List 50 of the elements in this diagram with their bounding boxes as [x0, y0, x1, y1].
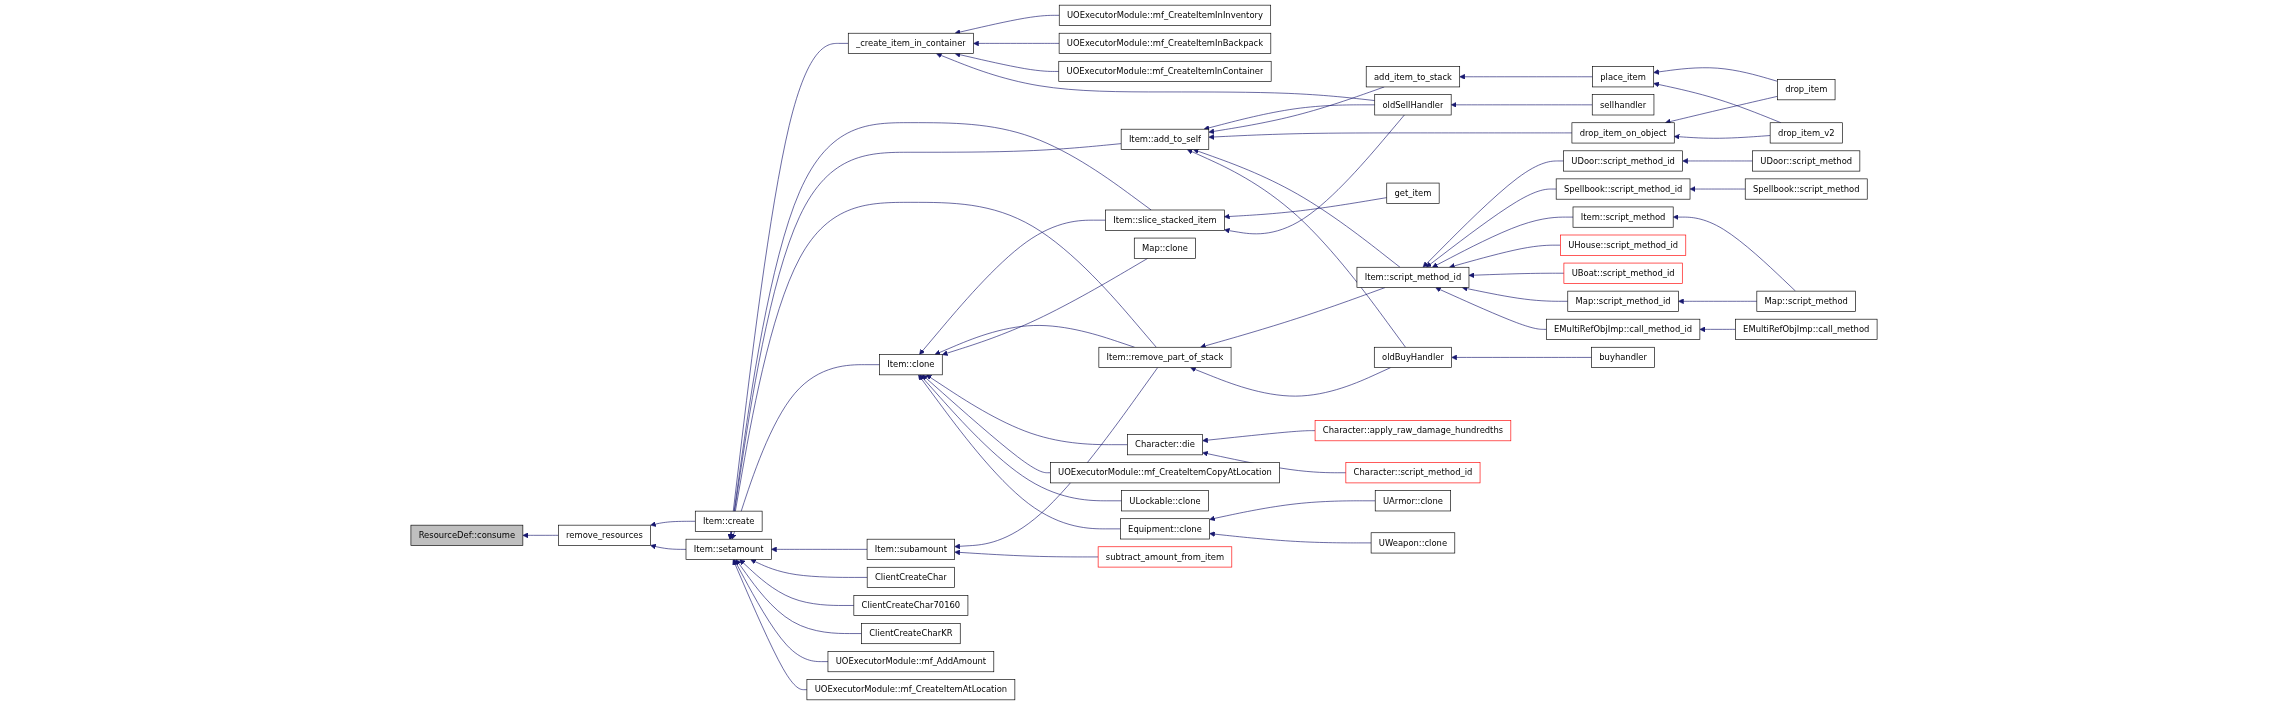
node-box: Item::remove_part_of_stack [1098, 346, 1232, 368]
node-box: place_item [1592, 66, 1655, 88]
node-box: oldSellHandler [1374, 94, 1452, 116]
node-box: UOExecutorModule::mf_CreateItemAtLocation [806, 679, 1016, 701]
node-box: UOExecutorModule::mf_CreateItemInContainer [1058, 60, 1272, 82]
node-box: UOExecutorModule::mf_AddAmount [827, 651, 995, 673]
node-box: drop_item_on_object [1571, 122, 1675, 144]
node-box: UDoor::script_method [1752, 150, 1861, 172]
node-box: get_item [1386, 182, 1440, 204]
node-box: Map::script_method_id [1567, 290, 1679, 312]
node-box: UOExecutorModule::mf_CreateItemInInventory [1058, 4, 1272, 26]
node-box: oldBuyHandler [1373, 346, 1452, 368]
node-box: UOExecutorModule::mf_CreateItemInBackpack [1058, 32, 1272, 54]
node-box: buyhandler [1591, 346, 1655, 368]
node-box: Item::script_method [1572, 206, 1674, 228]
node-box: Character::script_method_id [1345, 462, 1481, 484]
node-box: Item::subamount [866, 538, 955, 560]
node-box: Spellbook::script_method [1744, 178, 1868, 200]
node-box: Spellbook::script_method_id [1555, 178, 1691, 200]
node-box: Character::die [1127, 434, 1203, 456]
node-box: drop_item_v2 [1769, 122, 1843, 144]
node-box: Item::add_to_self [1120, 128, 1210, 150]
node-box: Character::apply_raw_damage_hundredths [1314, 420, 1512, 442]
node-box: subtract_amount_from_item [1097, 546, 1233, 568]
node-box: UDoor::script_method_id [1563, 150, 1683, 172]
node-box: sellhandler [1591, 94, 1655, 116]
node-box: Item::clone [879, 354, 943, 376]
node-box: Map::clone [1133, 237, 1196, 259]
node-box: add_item_to_stack [1365, 66, 1461, 88]
node-box: drop_item [1777, 79, 1836, 101]
node-box: Item::create [694, 510, 763, 532]
node-box: Map::script_method [1756, 290, 1856, 312]
node-box: UArmor::clone [1374, 490, 1451, 512]
node-box: EMultiRefObjImp::call_method_id [1546, 318, 1701, 340]
node-box: Item::setamount [685, 538, 772, 560]
node-box: UOExecutorModule::mf_CreateItemCopyAtLocation [1050, 462, 1280, 484]
node-box: Item::slice_stacked_item [1105, 209, 1225, 231]
node-box: ClientCreateChar70160 [853, 595, 969, 616]
node-box: ResourceDef::consume [410, 524, 524, 546]
node-box: Item::script_method_id [1356, 266, 1470, 288]
node-box: ULockable::clone [1121, 490, 1209, 512]
node-box: Equipment::clone [1120, 518, 1210, 540]
node-box: remove_resources [558, 524, 651, 546]
node-box: ClientCreateChar [866, 566, 955, 588]
node-box: EMultiRefObjImp::call_method [1735, 318, 1878, 340]
node-box: UWeapon::clone [1370, 532, 1456, 554]
node-box: _create_item_in_container [847, 32, 974, 54]
node-box: UBoat::script_method_id [1563, 262, 1683, 284]
node-box: ClientCreateCharKR [861, 623, 961, 645]
node-box: UHouse::script_method_id [1560, 234, 1687, 256]
